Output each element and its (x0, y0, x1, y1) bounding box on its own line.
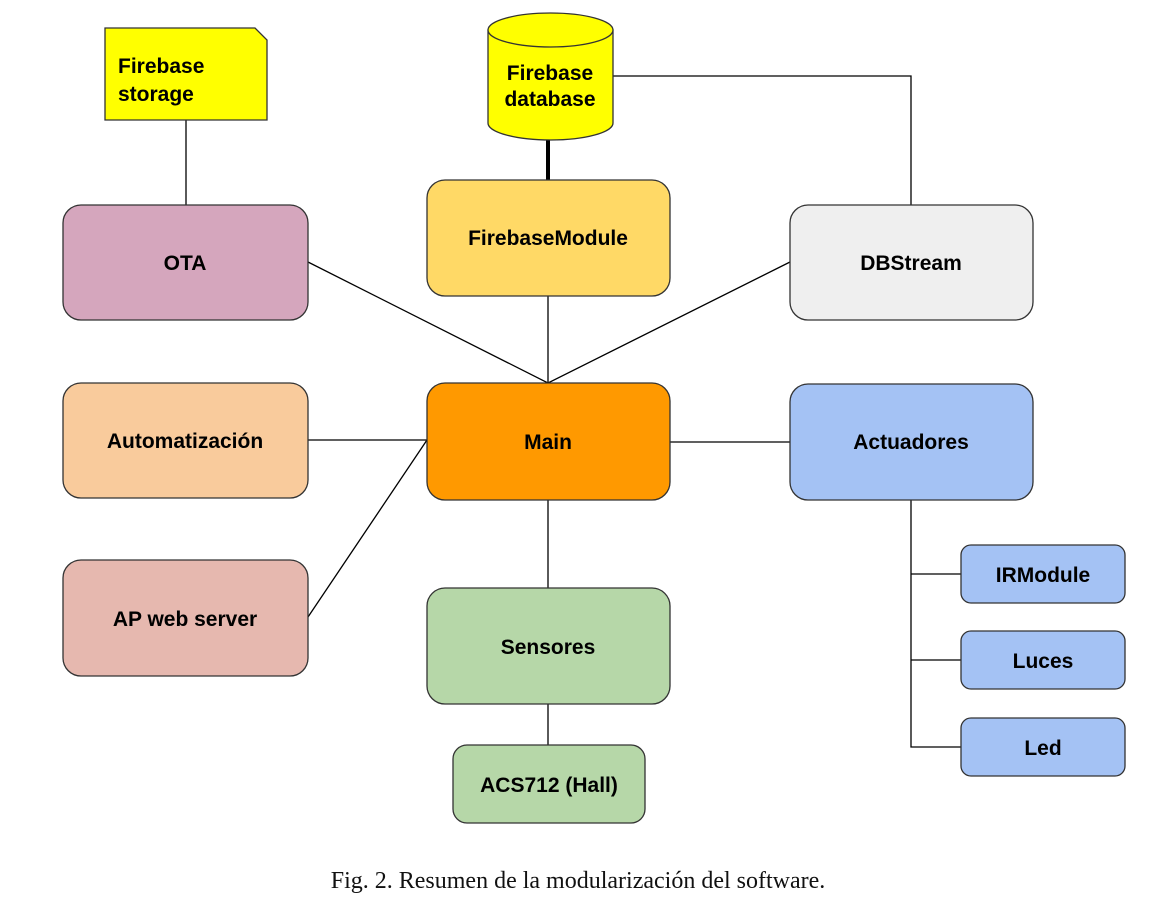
acs712-label: ACS712 (Hall) (480, 774, 618, 797)
firebase-database-body (487, 29, 614, 141)
node-luces: Luces (960, 630, 1126, 690)
irmodule-label: IRModule (996, 564, 1091, 587)
node-ota: OTA (62, 204, 309, 321)
figure-caption: Fig. 2. Resumen de la modularización del… (330, 868, 826, 894)
node-firebase-database: Firebase database (487, 12, 614, 141)
ota-box (62, 204, 309, 321)
automatizacion-label: Automatización (107, 430, 263, 453)
firebase-database-top (487, 12, 614, 48)
actuadores-label: Actuadores (853, 431, 969, 454)
main-box (426, 382, 671, 501)
node-acs712: ACS712 (Hall) (452, 744, 646, 824)
firebase-database-line-2: database (504, 88, 595, 111)
edge-ota-main (307, 261, 549, 384)
sensores-label: Sensores (501, 636, 596, 659)
automatizacion-box (62, 382, 309, 499)
dbstream-box (789, 204, 1034, 321)
node-firebase-module: FirebaseModule (426, 179, 671, 297)
main-label: Main (524, 431, 572, 454)
irmodule-box (960, 544, 1126, 604)
led-label: Led (1024, 737, 1061, 760)
ap-web-server-label: AP web server (113, 608, 257, 631)
edge-actuadores-bus (910, 500, 961, 748)
firebase-database-line-1: Firebase (507, 62, 593, 85)
node-actuadores: Actuadores (789, 383, 1034, 501)
sensores-box (426, 587, 671, 705)
dbstream-label: DBStream (860, 252, 962, 275)
edge-apwebserver-main (307, 439, 428, 618)
node-main: Main (426, 382, 671, 501)
ota-label: OTA (164, 252, 207, 275)
firebase-module-box (426, 179, 671, 297)
luces-label: Luces (1013, 650, 1074, 673)
node-sensores: Sensores (426, 587, 671, 705)
node-led: Led (960, 717, 1126, 777)
acs712-box (452, 744, 646, 824)
node-ap-web-server: AP web server (62, 559, 309, 677)
node-firebase-storage: Firebase storage (104, 27, 268, 121)
firebase-storage-line-1: Firebase (118, 55, 204, 78)
firebase-storage-shape (104, 27, 268, 121)
actuadores-box (789, 383, 1034, 501)
firebase-storage-line-2: storage (118, 83, 194, 106)
connectors (185, 75, 961, 748)
node-automatizacion: Automatización (62, 382, 309, 499)
edge-database-dbstream (613, 75, 912, 205)
edge-dbstream-main (547, 261, 791, 384)
led-box (960, 717, 1126, 777)
node-irmodule: IRModule (960, 544, 1126, 604)
module-diagram: Firebase storage Firebase database OTA F… (62, 12, 1126, 824)
node-dbstream: DBStream (789, 204, 1034, 321)
ap-web-server-box (62, 559, 309, 677)
firebase-module-label: FirebaseModule (468, 227, 628, 250)
luces-box (960, 630, 1126, 690)
